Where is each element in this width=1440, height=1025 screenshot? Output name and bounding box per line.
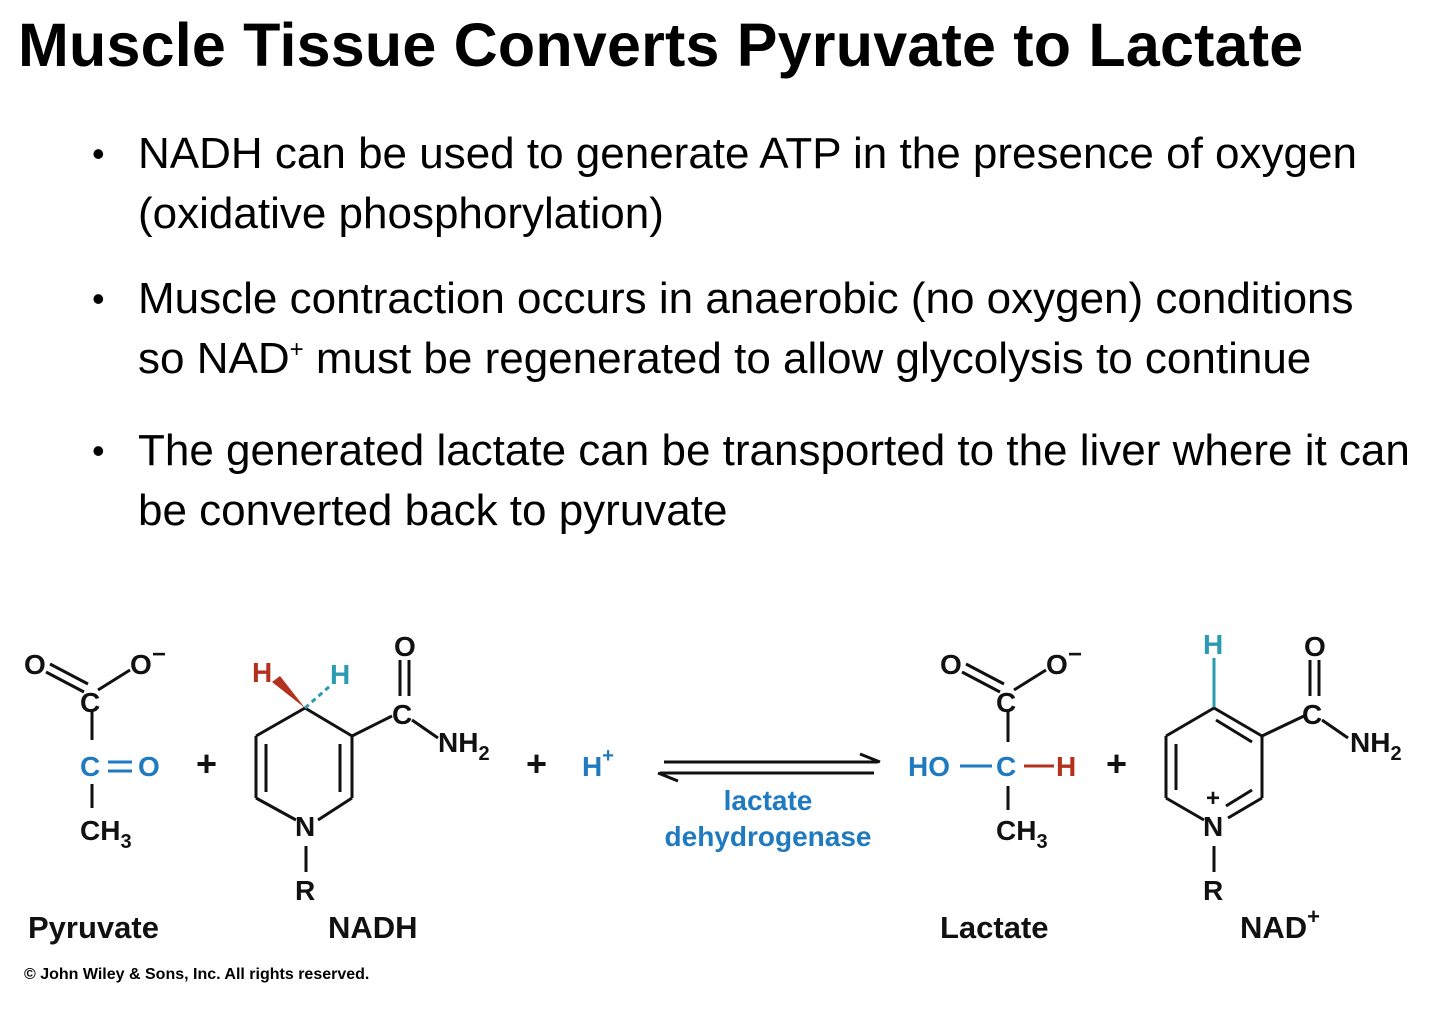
atom-label: R	[295, 875, 315, 906]
atom-label: CH3	[80, 815, 132, 853]
charge-label: +	[1206, 785, 1220, 812]
bond	[965, 662, 1005, 686]
pyruvate-structure: O O − C C O CH3 Pyruvate	[24, 641, 166, 945]
bullet-text: NADH can be used to generate ATP in the …	[138, 129, 1357, 238]
enzyme-label: lactate	[724, 785, 813, 816]
bond	[1165, 706, 1215, 738]
enzyme-label: dehydrogenase	[665, 821, 872, 852]
atom-label: O	[24, 649, 46, 680]
compound-name: Pyruvate	[28, 910, 159, 945]
bullet-item: • Muscle contraction occurs in anaerobic…	[92, 269, 1412, 396]
charge-label: +	[1307, 904, 1320, 929]
nad-superscript: +	[289, 336, 304, 363]
bond	[1321, 718, 1349, 740]
subscript: 3	[1036, 831, 1047, 853]
bond	[49, 662, 89, 686]
atom-label: HO	[908, 751, 950, 782]
bond	[411, 718, 439, 740]
atom-label: C	[996, 687, 1016, 718]
hashed-bond	[304, 684, 331, 710]
bond	[255, 706, 306, 738]
bond	[1261, 714, 1305, 738]
plus-sign: +	[1106, 743, 1127, 784]
bond	[255, 796, 297, 822]
atom-label: CH	[996, 815, 1036, 846]
atom-label: H	[330, 659, 350, 690]
reverse-arrow-head	[657, 771, 679, 783]
atom-label: R	[1203, 875, 1223, 906]
atom-label: CH	[80, 815, 120, 846]
bond	[961, 670, 1001, 694]
atom-label: NH2	[1350, 727, 1402, 765]
atom-label: NH2	[438, 727, 490, 765]
bullet-marker: •	[92, 430, 105, 471]
plus-sign: +	[196, 743, 217, 784]
lactate-structure: O O − C HO C H CH3 Lactate	[908, 641, 1082, 945]
bond	[304, 706, 353, 738]
equilibrium-arrow	[657, 752, 881, 783]
atom-label: C	[80, 751, 100, 782]
bond	[1225, 788, 1253, 808]
bond	[1215, 718, 1253, 744]
bond	[351, 714, 393, 738]
copyright-notice: © John Wiley & Sons, Inc. All rights res…	[24, 966, 370, 983]
atom-label: H	[252, 657, 272, 688]
nad-structure: H O C NH2 + N R NAD+	[1164, 629, 1402, 945]
atom-label: H	[582, 751, 602, 782]
bullet-text-start: Muscle contraction occurs in anaerobic (…	[138, 274, 1354, 383]
compound-name: Lactate	[940, 910, 1049, 945]
atom-label: C	[1302, 699, 1322, 730]
charge-label: −	[1068, 641, 1082, 668]
bullet-text-end: must be regenerated to allow glycolysis …	[303, 334, 1312, 383]
bullet-item: • NADH can be used to generate ATP in th…	[92, 124, 1412, 244]
atom-label: C	[392, 699, 412, 730]
atom-label: H	[1203, 629, 1223, 660]
bond	[317, 796, 353, 822]
bond	[1227, 796, 1263, 820]
atom-label: O	[394, 631, 416, 662]
bond	[97, 668, 131, 692]
compound-name: NAD+	[1240, 904, 1320, 945]
proton-label: H+	[582, 745, 614, 782]
bullet-text: The generated lactate can be transported…	[138, 426, 1410, 535]
atom-label: O	[1046, 649, 1068, 680]
atom-label: N	[1203, 811, 1223, 842]
atom-label: NH	[1350, 727, 1390, 758]
wedge-bond	[272, 676, 305, 708]
bond	[45, 670, 85, 694]
bond	[1013, 668, 1047, 692]
compound-name: NADH	[328, 910, 418, 945]
subscript: 3	[120, 831, 131, 853]
atom-label: CH3	[996, 815, 1048, 853]
subscript: 2	[1390, 743, 1401, 765]
atom-label: C	[996, 751, 1016, 782]
bond	[1213, 706, 1263, 738]
atom-label: O	[940, 649, 962, 680]
reaction-scheme: O O − C C O CH3 Pyruvate + H H O C NH2 N…	[24, 629, 1402, 945]
atom-label: O	[138, 751, 160, 782]
subscript: 2	[478, 743, 489, 765]
charge-label: −	[152, 641, 166, 668]
bond	[1165, 796, 1205, 822]
atom-label: O	[1304, 631, 1326, 662]
atom-label: H	[1056, 751, 1076, 782]
atom-label: NH	[438, 727, 478, 758]
plus-sign: +	[526, 743, 547, 784]
charge-label: +	[602, 745, 614, 767]
atom-label: N	[295, 811, 315, 842]
nadh-structure: H H O C NH2 N R NADH	[252, 631, 490, 945]
bullet-item: • The generated lactate can be transport…	[92, 421, 1412, 541]
atom-label: C	[80, 687, 100, 718]
bullet-marker: •	[92, 278, 105, 319]
forward-arrow-head	[859, 752, 881, 764]
compound-name: NAD	[1240, 910, 1307, 945]
bullet-marker: •	[92, 133, 105, 174]
bullet-list: • NADH can be used to generate ATP in th…	[92, 124, 1412, 566]
atom-label: O	[130, 649, 152, 680]
slide-title: Muscle Tissue Converts Pyruvate to Lacta…	[18, 11, 1304, 79]
